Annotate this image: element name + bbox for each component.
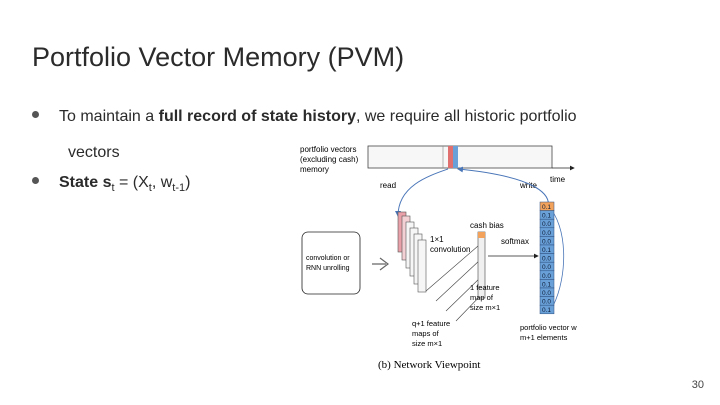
read-arrow <box>395 168 449 217</box>
vector-cell-value: 0.1 <box>542 307 551 314</box>
conv-box-label-2: RNN unrolling <box>306 265 350 272</box>
bullet-2: State st = (Xt, wt-1) <box>32 174 190 194</box>
bullet-2-sub-t: t <box>111 182 115 195</box>
network-viewpoint-figure: portfolio vectors (excluding cash) memor… <box>300 145 577 371</box>
memory-strip <box>367 145 553 169</box>
vector-cell-value: 0.1 <box>542 204 551 211</box>
softmax-label: softmax <box>501 237 529 246</box>
memory-cell-red <box>448 146 453 168</box>
bullet-1-suffix: , we require all historic portfolio <box>355 108 577 125</box>
vector-cell-value: 0.0 <box>542 256 551 263</box>
conv1x1-label-2: convolution <box>430 245 470 254</box>
q-feature-label-3: size m×1 <box>412 339 442 348</box>
conv-line <box>435 259 481 302</box>
bullet-2-comma: , w <box>151 174 173 191</box>
figure-caption: (b) Network Viewpoint <box>378 359 480 371</box>
portfolio-vector-column: 0.10.10.00.00.00.10.00.00.00.10.00.00.1 <box>539 201 555 315</box>
bullet-2-close: ) <box>185 174 191 191</box>
write-label: write <box>519 181 537 190</box>
vector-cell-value: 0.1 <box>542 281 551 288</box>
feature-map-label-3: size m×1 <box>470 303 500 312</box>
conv-line <box>425 245 479 292</box>
pvm-label-3: memory <box>300 165 329 174</box>
q-feature-label-1: q+1 feature <box>412 319 450 328</box>
vector-cell-value: 0.0 <box>542 299 551 306</box>
slide-title: Portfolio Vector Memory (PVM) <box>32 42 405 72</box>
conv-arrow <box>372 257 389 271</box>
pvm-label-1: portfolio vectors <box>300 145 356 154</box>
vector-cell-value: 0.1 <box>542 247 551 254</box>
bullet-2-sub-t1: t-1 <box>172 182 186 195</box>
feature-map-label-2: map of <box>470 293 494 302</box>
vector-cell <box>539 304 555 315</box>
conv1x1-label-1: 1×1 <box>430 235 444 244</box>
bullet-2-mid: = (X <box>114 174 149 191</box>
bullet-1: To maintain a full record of state histo… <box>32 108 577 126</box>
q-feature-label-2: maps of <box>412 329 440 338</box>
vector-cell-value: 0.0 <box>542 290 551 297</box>
conv-rnn-box <box>301 231 361 295</box>
bullet-dot <box>32 111 39 119</box>
portfolio-vector-label-2: m+1 elements <box>520 333 568 342</box>
conv-box-label-1: convolution or <box>306 255 350 262</box>
bullet-1-bold: full record of state history <box>158 108 356 125</box>
vector-cell-value: 0.1 <box>542 213 551 220</box>
cash-bias-label: cash bias <box>470 221 504 230</box>
vector-cell-value: 0.0 <box>542 264 551 271</box>
cash-bias-cell <box>478 232 485 238</box>
vector-cell-value: 0.0 <box>542 230 551 237</box>
pvm-label-2: (excluding cash) <box>300 155 359 164</box>
bullet-1-continuation: vectors <box>68 144 120 161</box>
read-label: read <box>380 181 396 190</box>
bullet-2-bold: State s <box>59 174 112 191</box>
page-number: 30 <box>691 379 704 391</box>
bullet-dot <box>32 177 39 185</box>
time-label: time <box>550 175 566 184</box>
bullet-2-sub-t2: t <box>148 182 152 195</box>
portfolio-vector-label-1: portfolio vector w <box>520 323 577 332</box>
feature-map-stack <box>417 239 427 293</box>
conv-line <box>445 275 483 312</box>
feature-map-label-1: 1 feature <box>470 283 500 292</box>
bullet-1-prefix: To maintain a <box>59 108 159 125</box>
vector-cell-value: 0.0 <box>542 273 551 280</box>
vector-cell-value: 0.0 <box>542 238 551 245</box>
vector-cell-value: 0.0 <box>542 221 551 228</box>
memory-cell-blue <box>453 146 458 168</box>
